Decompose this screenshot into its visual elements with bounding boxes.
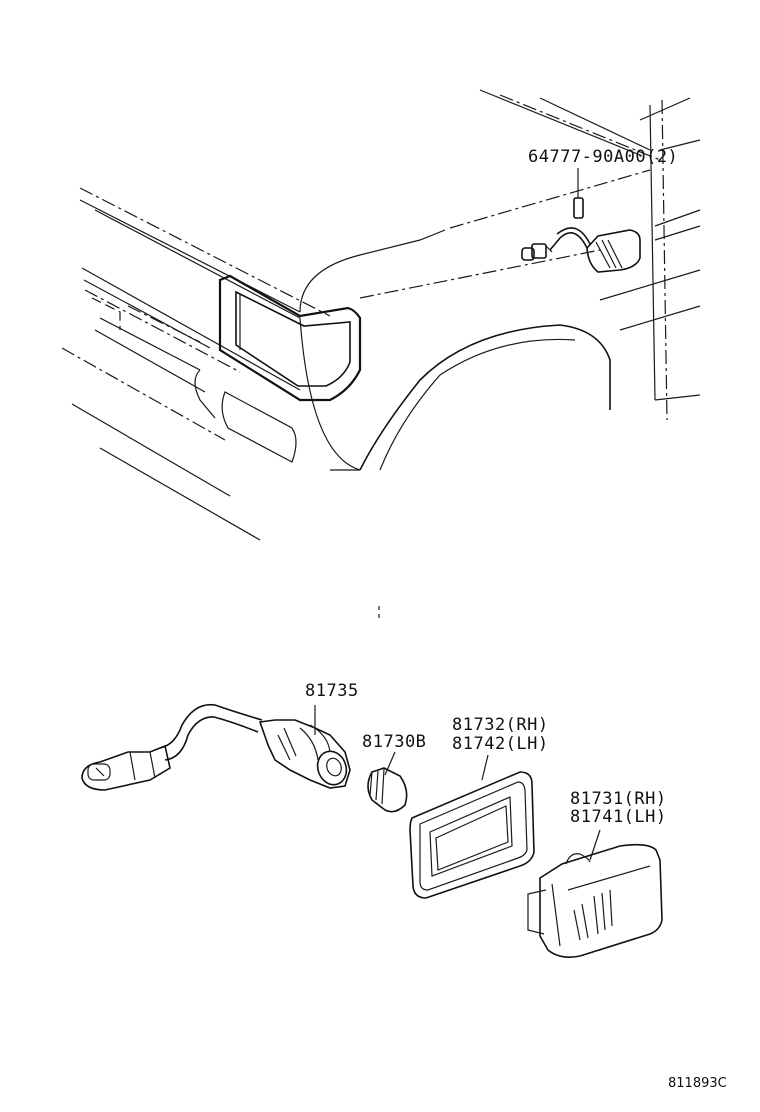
- side-lamp-lens-part: [527, 843, 663, 958]
- part-label-lens-rh[interactable]: 81731(RH): [570, 789, 667, 809]
- part-label-bulb[interactable]: 81730B: [362, 732, 427, 752]
- part-label-lens-lh[interactable]: 81741(LH): [570, 807, 667, 827]
- vehicle-body-outline: [61, 89, 701, 541]
- side-marker-lamp-installed: [521, 227, 641, 273]
- part-label-gasket-lh[interactable]: 81742(LH): [452, 734, 549, 754]
- socket-and-wire-part: [81, 703, 351, 791]
- bulb-part: [367, 767, 408, 813]
- gasket-frame-part: [409, 771, 535, 899]
- figure-code: 811893C: [668, 1076, 727, 1091]
- part-label-clip[interactable]: 64777-90A00(2): [528, 147, 679, 167]
- part-label-gasket-rh[interactable]: 81732(RH): [452, 715, 549, 735]
- clip-part-small: [573, 168, 584, 219]
- part-label-socket[interactable]: 81735: [305, 681, 359, 701]
